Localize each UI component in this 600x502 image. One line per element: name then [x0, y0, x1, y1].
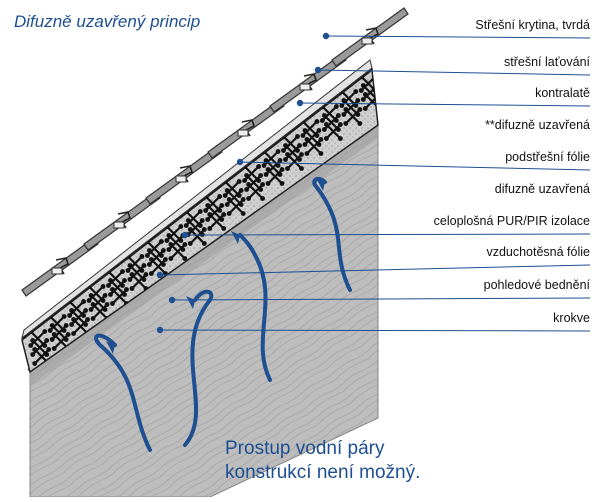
leader-dot: [236, 158, 244, 166]
leader-line: [171, 297, 591, 301]
vapour-arrow: [238, 233, 272, 382]
insulation-x-mark: [265, 167, 285, 186]
leader-dot: [181, 231, 189, 239]
diagram-title: Difuzně uzavřený princip: [14, 12, 201, 31]
insulation-x-mark: [205, 203, 225, 222]
label-rafter: krokve: [553, 311, 590, 325]
counter-batten: [21, 59, 373, 340]
vapour-arrow: [94, 333, 152, 452]
insulation-x-mark: [187, 227, 207, 246]
insulation-x-mark: [166, 233, 186, 252]
leader-dot: [168, 296, 176, 304]
label-pur-pir-insulation: celoplošná PUR/PIR izolace: [433, 214, 590, 228]
vapour-arrow-head: [316, 178, 325, 191]
roof-batten: [175, 175, 187, 183]
insulation-x-mark: [246, 182, 266, 201]
leader-line: [317, 69, 591, 76]
insulation-x-mark: [30, 338, 50, 357]
roof-batten: [51, 267, 63, 275]
vapour-arrow-head: [106, 341, 115, 354]
label-roof-battens: střešní laťování: [504, 55, 590, 69]
roof-batten: [299, 83, 311, 91]
leader-line: [184, 233, 591, 236]
insulation-x-mark: [90, 302, 110, 321]
visible-boarding: [30, 125, 378, 386]
label-roof-covering: Střešní krytina, tvrdá: [475, 18, 590, 32]
insulation-x-mark: [207, 212, 227, 231]
insulation-x-mark: [108, 278, 127, 297]
insulation-x-mark: [146, 248, 166, 267]
label-diffusion-closed: difuzně uzavřená: [494, 182, 590, 196]
insulation-x-mark: [168, 242, 188, 261]
insulation-x-mark: [343, 107, 363, 126]
vapour-arrow: [183, 289, 214, 447]
roof-tile: [21, 237, 99, 297]
roof-batten: [237, 129, 249, 137]
leader-lines: [156, 32, 591, 334]
leader-dot: [296, 99, 304, 107]
vapour-arrow-head: [231, 231, 240, 244]
vapour-arrows: [94, 177, 352, 452]
leader-dot: [314, 66, 322, 74]
leader-line: [159, 329, 591, 332]
roof-tile: [83, 191, 161, 251]
roof-tile: [331, 7, 409, 67]
insulation-x-mark: [69, 308, 89, 327]
insulation-x-mark: [321, 113, 341, 132]
insulation-x-mark: [185, 218, 205, 237]
insulation-x-mark: [285, 152, 304, 171]
caption-line-2: konstrukcí není možný.: [225, 462, 421, 483]
insulation-x-mark: [47, 314, 67, 333]
insulation-x-mark: [263, 158, 283, 177]
insulation-x-mark: [323, 122, 343, 141]
label-underlay-film: podstřešní fólie: [505, 150, 590, 164]
leader-dot: [322, 32, 330, 40]
leader-dot: [156, 326, 164, 334]
leader-line: [239, 161, 591, 171]
insulation-x-mark: [304, 137, 324, 156]
label-visible-boarding: pohledové bednění: [483, 278, 590, 292]
insulation-x-mark: [226, 197, 246, 216]
roof-tile: [207, 99, 285, 159]
label-vapour-barrier: vzduchotěsná fólie: [486, 245, 590, 259]
leader-line: [159, 264, 591, 276]
insulation-x-mark: [302, 128, 322, 147]
leader-line: [299, 102, 591, 107]
roof-tiles: [21, 7, 409, 297]
insulation-x-mark: [341, 98, 361, 117]
label-diffusion-closed-note: **difuzně uzavřená: [485, 118, 590, 132]
caption-line-1: Prostup vodní páry: [225, 438, 385, 459]
insulation-x-mark: [148, 257, 168, 276]
insulation-x-mark: [224, 188, 244, 207]
leader-dot: [156, 271, 164, 279]
roof-batten: [361, 37, 373, 45]
insulation-x-mark: [88, 293, 108, 312]
roof-tile: [145, 145, 223, 205]
roof-batten: [113, 221, 125, 229]
vapour-arrow-head: [186, 296, 195, 309]
label-counter-battens: kontralatě: [535, 86, 590, 100]
insulation-x-mark: [127, 263, 147, 282]
leader-line: [325, 35, 591, 39]
